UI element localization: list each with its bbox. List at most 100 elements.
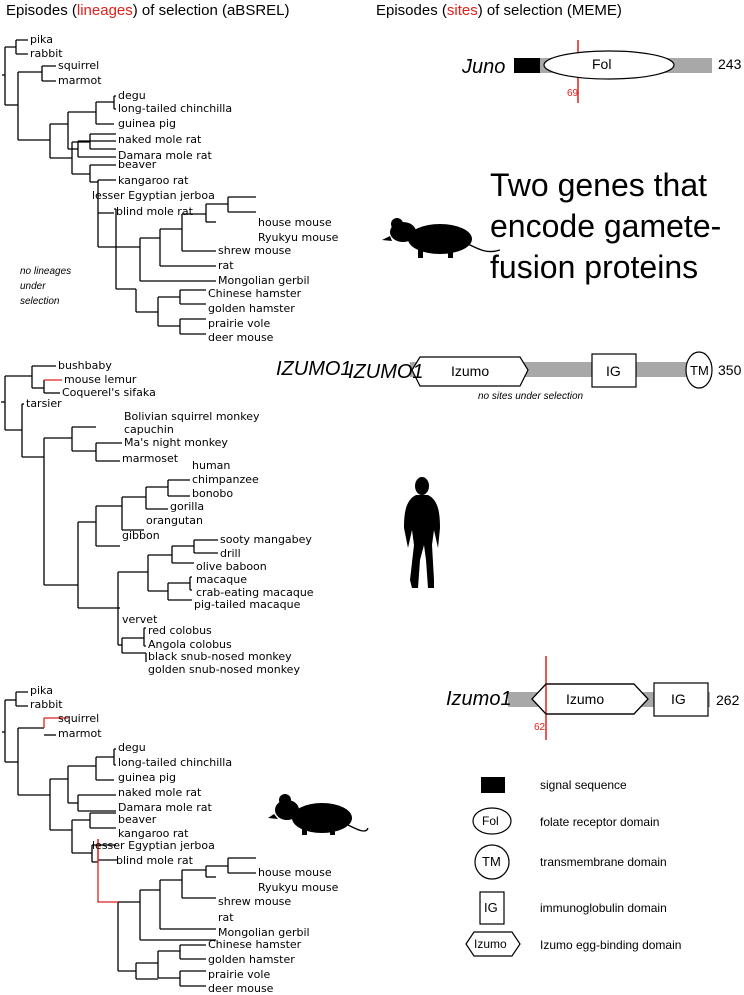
leaf-label: degu [118, 741, 146, 754]
leaf-label: olive baboon [196, 560, 267, 573]
note-line-2: under [20, 281, 46, 292]
leaf-label: Chinese hamster [208, 287, 302, 300]
leaf-label: Ryukyu mouse [258, 231, 339, 244]
leaf-label: kangaroo rat [118, 827, 189, 840]
leaf-label: shrew mouse [218, 244, 292, 257]
leaf-label: black snub-nosed monkey [148, 650, 292, 663]
izumo1-human-no-sites-note: no sites under selection [478, 391, 584, 402]
title-line-3: fusion proteins [490, 249, 699, 285]
leaf-label: Bolivian squirrel monkey [124, 410, 260, 423]
figure-title: Two genes that encode gamete- fusion pro… [490, 165, 721, 288]
left-header-suffix: ) of selection (aBSREL) [132, 2, 290, 19]
leaf-label: golden hamster [208, 302, 295, 315]
izumo1-mouse-site-number: 62 [534, 722, 546, 733]
juno-length: 243 [718, 56, 742, 72]
legend-izumo-text: Izumo egg-binding domain [540, 938, 682, 952]
leaf-label: Ma's night monkey [124, 436, 228, 449]
leaf-label: pika [30, 33, 53, 46]
leaf-label: house mouse [258, 866, 332, 879]
leaf-label: human [192, 459, 231, 472]
legend-izumo-symbol-label: Izumo [474, 937, 507, 951]
izumo1-mouse-gene-label: Izumo1 [446, 688, 512, 710]
leaf-label: Coquerel's sifaka [62, 386, 156, 399]
leaf-label: capuchin [124, 423, 174, 436]
leaf-label: Ryukyu mouse [258, 881, 339, 894]
leaf-label: rabbit [30, 47, 63, 60]
left-header-prefix: Episodes ( [6, 2, 77, 19]
leaf-label: house mouse [258, 216, 332, 229]
rodent-tree-top [2, 39, 256, 335]
mouse-silhouette-top [382, 218, 501, 258]
leaf-label: macaque [196, 573, 247, 586]
leaf-label: lesser Egyptian jerboa [92, 839, 215, 852]
leaf-label: marmot [58, 74, 102, 87]
legend-fol-symbol [472, 807, 512, 835]
note-line-3: selection [20, 296, 60, 307]
leaf-label: long-tailed chinchilla [118, 102, 233, 115]
leaf-label: crab-eating macaque [196, 586, 314, 599]
leaf-label: rabbit [30, 698, 63, 711]
leaf-label: naked mole rat [118, 133, 202, 146]
leaf-label: marmoset [122, 452, 179, 465]
izumo1-tree-label: IZUMO1 [276, 358, 352, 380]
izumo1-human-tm-domain [685, 351, 713, 389]
leaf-label: rat [218, 911, 234, 924]
leaf-label: golden hamster [208, 953, 295, 966]
leaf-label: blind mole rat [116, 205, 193, 218]
leaf-label: gorilla [170, 500, 205, 513]
izumo1-mouse-length: 262 [716, 692, 740, 708]
legend-ig-symbol [479, 891, 505, 925]
leaf-label: Mongolian gerbil [218, 274, 310, 287]
legend-ig-text: immunoglobulin domain [540, 901, 667, 915]
leaf-label: sooty mangabey [220, 533, 312, 546]
leaf-label: gibbon [122, 529, 160, 542]
juno-signal-sequence [514, 58, 540, 73]
izumo1-human-length: 350 [718, 362, 742, 378]
mouse-silhouette-bottom [268, 794, 369, 835]
izumo1-human-izumo-label: Izumo [451, 363, 490, 379]
legend-tm-symbol-label: TM [482, 854, 501, 869]
izumo1-mouse-ig-label: IG [671, 691, 686, 707]
leaf-label: degu [118, 89, 146, 102]
leaf-label: Mongolian gerbil [218, 926, 310, 939]
rodent-tree-bottom [2, 691, 256, 987]
squirrel-selected-branch [43, 717, 68, 728]
leaf-label: Damara mole rat [118, 801, 212, 814]
legend-tm-symbol [474, 844, 510, 880]
juno-fol-domain [543, 50, 675, 80]
izumo1-human-ig-domain [591, 353, 637, 388]
leaf-label: blind mole rat [116, 854, 193, 867]
leaf-label: bonobo [192, 487, 234, 500]
leaf-label: lesser Egyptian jerboa [92, 189, 215, 202]
leaf-label: squirrel [58, 59, 100, 72]
juno-gene-label: Juno [462, 56, 506, 78]
legend-fol-text: folate receptor domain [540, 815, 660, 829]
leaf-label: red colobus [148, 624, 212, 637]
legend-fol-symbol-label: Fol [482, 814, 499, 828]
right-header: Episodes (sites) of selection (MEME) [376, 2, 622, 19]
leaf-label: pig-tailed macaque [194, 598, 301, 611]
leaf-label: naked mole rat [118, 786, 202, 799]
human-silhouette [404, 477, 440, 588]
title-line-1: Two genes that [490, 167, 708, 203]
izumo1-human-tm-label: TM [690, 363, 709, 378]
left-header: Episodes (lineages) of selection (aBSREL… [6, 2, 290, 19]
izumo1-mouse-ig-domain [653, 682, 709, 717]
leaf-label: pika [30, 684, 53, 697]
leaf-label: mouse lemur [64, 373, 137, 386]
leaf-label: orangutan [146, 514, 203, 527]
leaf-label: beaver [118, 158, 157, 171]
no-lineages-note: no lineages under selection [20, 264, 71, 309]
leaf-label: golden snub-nosed monkey [148, 663, 300, 676]
right-header-prefix: Episodes ( [376, 2, 447, 19]
note-line-1: no lineages [20, 266, 72, 277]
legend-ig-symbol-label: IG [484, 900, 498, 915]
leaf-label: long-tailed chinchilla [118, 756, 233, 769]
legend-tm-text: transmembrane domain [540, 855, 667, 869]
juno-site-number: 69 [567, 88, 579, 99]
leaf-label: Chinese hamster [208, 938, 302, 951]
izumo1-mouse-izumo-label: Izumo [566, 691, 605, 707]
izumo1-human-ig-label: IG [606, 363, 621, 379]
